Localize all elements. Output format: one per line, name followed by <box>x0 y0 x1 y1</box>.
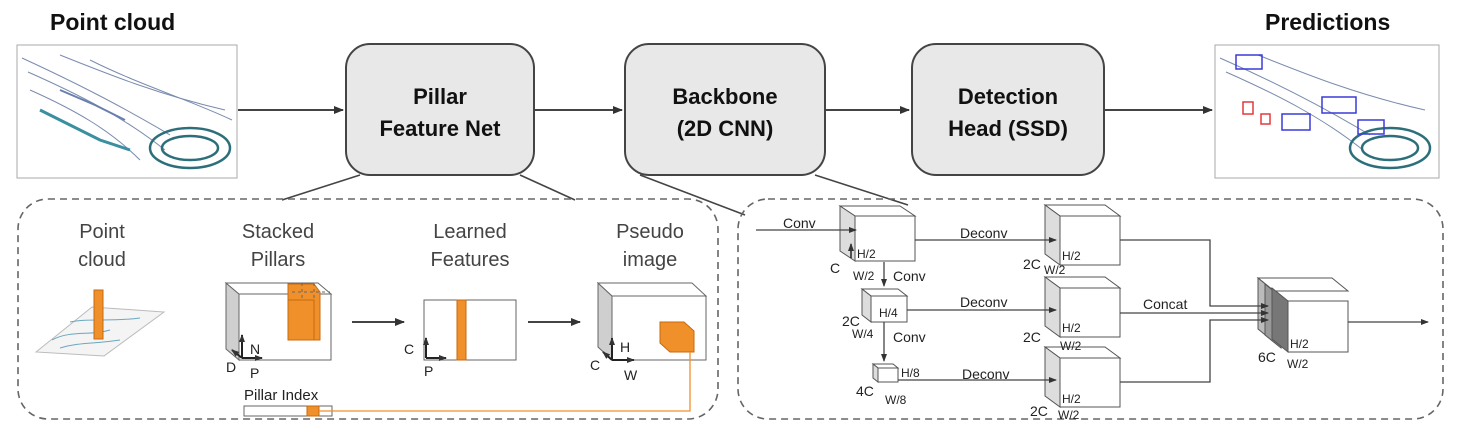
stacked-pillars-axis-P: P <box>250 365 259 381</box>
output-predictions-image <box>1214 44 1440 179</box>
learned-features-label-2: Features <box>431 249 510 271</box>
block2-channels: 2C <box>842 313 860 329</box>
pillar-feature-net-detail-panel <box>17 198 719 420</box>
upsample-block-1 <box>1043 204 1122 266</box>
output-title: Predictions <box>1265 9 1390 35</box>
learned-features-axis-P: P <box>424 363 433 379</box>
backbone-block-2 <box>860 287 909 324</box>
stacked-pillars-axis-D: D <box>226 359 236 375</box>
learned-features-label-1: Learned <box>433 221 506 243</box>
pillar-index-bar <box>243 352 691 417</box>
concat-label: Concat <box>1143 296 1187 312</box>
block1-width: W/2 <box>853 269 875 283</box>
pseudo-image-axis-H: H <box>620 339 630 355</box>
input-pointcloud-image <box>16 44 238 179</box>
detection-head-box <box>911 43 1105 176</box>
upsample3-height: H/2 <box>1062 392 1081 406</box>
pfn-point-cloud-graphic <box>34 289 166 357</box>
backbone-block-3 <box>871 362 900 384</box>
deconv-label-2: Deconv <box>960 294 1007 310</box>
stacked-pillars-label-2: Pillars <box>251 249 305 271</box>
backbone-detail-panel <box>737 198 1444 420</box>
pillar-index-label: Pillar Index <box>244 387 319 404</box>
backbone-connections <box>756 227 1429 383</box>
upsample1-height: H/2 <box>1062 249 1081 263</box>
block1-height: H/2 <box>857 247 876 261</box>
pfn-point-cloud-label-2: cloud <box>78 249 126 271</box>
conv-label-2: Conv <box>893 268 926 284</box>
pfn-point-cloud-label-1: Point <box>79 221 125 243</box>
backbone-label-2: (2D CNN) <box>677 116 774 141</box>
upsample3-channels: 2C <box>1030 403 1048 419</box>
block3-height: H/8 <box>901 366 920 380</box>
upsample1-width: W/2 <box>1044 263 1066 277</box>
stacked-pillars-label-1: Stacked <box>242 221 314 243</box>
concat-height: H/2 <box>1290 337 1309 351</box>
pseudo-image-axis-C: C <box>590 357 600 373</box>
backbone-block-1 <box>838 205 917 262</box>
upsample-block-3 <box>1043 346 1122 408</box>
learned-features-axis-C: C <box>404 341 414 357</box>
backbone-label-1: Backbone <box>672 84 777 109</box>
block3-channels: 4C <box>856 383 874 399</box>
detection-head-label-1: Detection <box>958 84 1058 109</box>
block1-channels: C <box>830 260 840 276</box>
deconv-label-1: Deconv <box>960 225 1007 241</box>
concat-channels: 6C <box>1258 349 1276 365</box>
concat-width: W/2 <box>1287 357 1309 371</box>
block2-width: W/4 <box>852 327 874 341</box>
pseudo-image-tensor <box>596 281 708 363</box>
input-title: Point cloud <box>50 9 175 35</box>
pseudo-image-label-2: image <box>623 249 677 271</box>
stacked-pillars-axis-N: N <box>250 341 260 357</box>
detection-head-label-2: Head (SSD) <box>948 116 1068 141</box>
backbone-box <box>624 43 826 176</box>
stacked-pillars-tensor <box>224 281 333 362</box>
upsample2-height: H/2 <box>1062 321 1081 335</box>
pillar-feature-net-box <box>345 43 535 176</box>
conv-label-1: Conv <box>783 215 816 231</box>
conv-label-3: Conv <box>893 329 926 345</box>
upsample2-width: W/2 <box>1060 339 1082 353</box>
pseudo-image-axis-W: W <box>624 367 638 383</box>
upsample2-channels: 2C <box>1023 329 1041 345</box>
pillar-feature-net-label-1: Pillar <box>413 84 467 109</box>
upsample1-channels: 2C <box>1023 256 1041 272</box>
concat-block <box>1256 276 1350 354</box>
pillar-feature-net-label-2: Feature Net <box>379 116 501 141</box>
deconv-label-3: Deconv <box>962 366 1009 382</box>
block3-width: W/8 <box>885 393 907 407</box>
upsample3-width: W/2 <box>1058 408 1080 422</box>
zoom-connectors <box>281 174 909 216</box>
block2-height: H/4 <box>879 306 898 320</box>
pseudo-image-label-1: Pseudo <box>616 221 684 243</box>
upsample-block-2 <box>1043 276 1122 338</box>
learned-features-tensor <box>423 299 517 361</box>
